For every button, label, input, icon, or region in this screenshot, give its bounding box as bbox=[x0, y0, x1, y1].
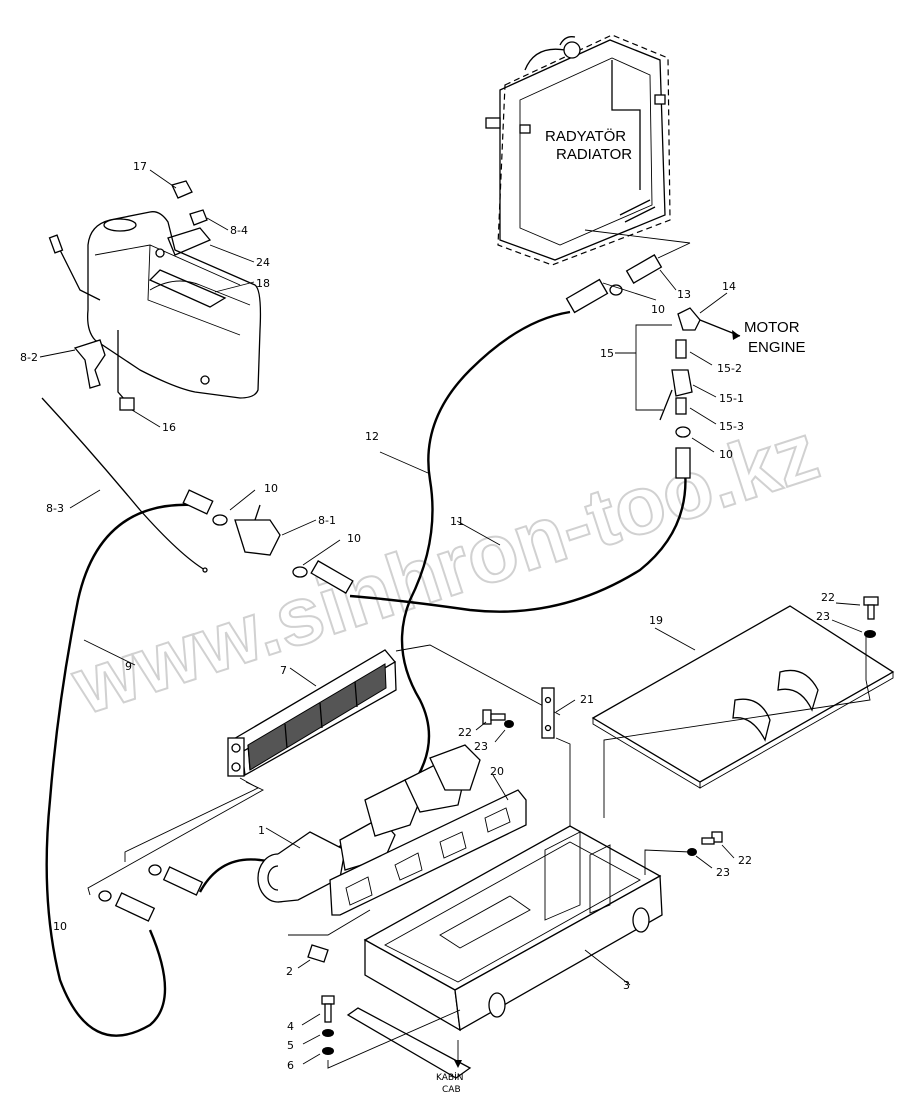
callout-17: 17 bbox=[133, 160, 147, 173]
callout-16: 16 bbox=[162, 421, 176, 434]
callout-14: 14 bbox=[722, 280, 736, 293]
heater-box bbox=[346, 825, 663, 1079]
callout-10-c: 10 bbox=[651, 303, 665, 316]
callout-10-e: 10 bbox=[53, 920, 67, 933]
cable-8-3 bbox=[41, 397, 206, 571]
callout-11: 11 bbox=[450, 515, 464, 528]
callout-23-a: 23 bbox=[474, 740, 488, 753]
callout-15: 15 bbox=[600, 347, 614, 360]
tank-leaders bbox=[39, 169, 255, 509]
callout-23-b: 23 bbox=[816, 610, 830, 623]
callout-2: 2 bbox=[286, 965, 293, 978]
radiator-label-tr: RADYATÖR bbox=[545, 127, 626, 145]
callout-23-c: 23 bbox=[716, 866, 730, 879]
engine-label-en: ENGINE bbox=[748, 339, 806, 356]
callout-8-1: 8-1 bbox=[318, 514, 336, 527]
callout-8-3: 8-3 bbox=[46, 502, 64, 515]
callout-13: 13 bbox=[677, 288, 691, 301]
callout-18: 18 bbox=[256, 277, 270, 290]
callouts: 17 8-4 24 18 8-2 16 8-3 12 10 8-1 10 11 … bbox=[20, 160, 835, 1072]
callout-21: 21 bbox=[580, 693, 594, 706]
callout-15-3: 15-3 bbox=[719, 420, 744, 433]
callout-15-1: 15-1 bbox=[719, 392, 744, 405]
callout-7: 7 bbox=[280, 664, 287, 677]
blower-assembly bbox=[257, 744, 481, 903]
callout-15-2: 15-2 bbox=[717, 362, 742, 375]
cover-plate bbox=[591, 605, 895, 818]
callout-12: 12 bbox=[365, 430, 379, 443]
callout-4: 4 bbox=[287, 1020, 294, 1033]
callout-10-b: 10 bbox=[347, 532, 361, 545]
callout-5: 5 bbox=[287, 1039, 294, 1052]
callout-10-d: 10 bbox=[719, 448, 733, 461]
mounting-plate bbox=[329, 774, 527, 916]
cab-label-en: CAB bbox=[442, 1085, 461, 1095]
left-leaders bbox=[83, 489, 341, 666]
connectors bbox=[98, 254, 741, 922]
callout-22-b: 22 bbox=[821, 591, 835, 604]
right-leaders bbox=[379, 269, 728, 546]
callout-20: 20 bbox=[490, 765, 504, 778]
bracket-21 bbox=[541, 687, 576, 885]
callout-8-4: 8-4 bbox=[230, 224, 248, 237]
heater-core bbox=[87, 644, 561, 896]
radiator bbox=[485, 34, 691, 266]
fasteners bbox=[288, 596, 879, 1069]
expansion-tank bbox=[48, 180, 262, 411]
kabin-label-tr: KABİN bbox=[436, 1072, 463, 1083]
callout-8-2: 8-2 bbox=[20, 351, 38, 364]
callout-3: 3 bbox=[623, 979, 630, 992]
callout-1: 1 bbox=[258, 824, 265, 837]
callout-10-a: 10 bbox=[264, 482, 278, 495]
callout-24: 24 bbox=[256, 256, 270, 269]
radiator-label-en: RADIATOR bbox=[556, 146, 632, 163]
callout-22-c: 22 bbox=[738, 854, 752, 867]
motor-label-tr: MOTOR bbox=[744, 319, 800, 336]
callout-9: 9 bbox=[125, 660, 132, 673]
callout-22-a: 22 bbox=[458, 726, 472, 739]
callout-19: 19 bbox=[649, 614, 663, 627]
callout-6: 6 bbox=[287, 1059, 294, 1072]
